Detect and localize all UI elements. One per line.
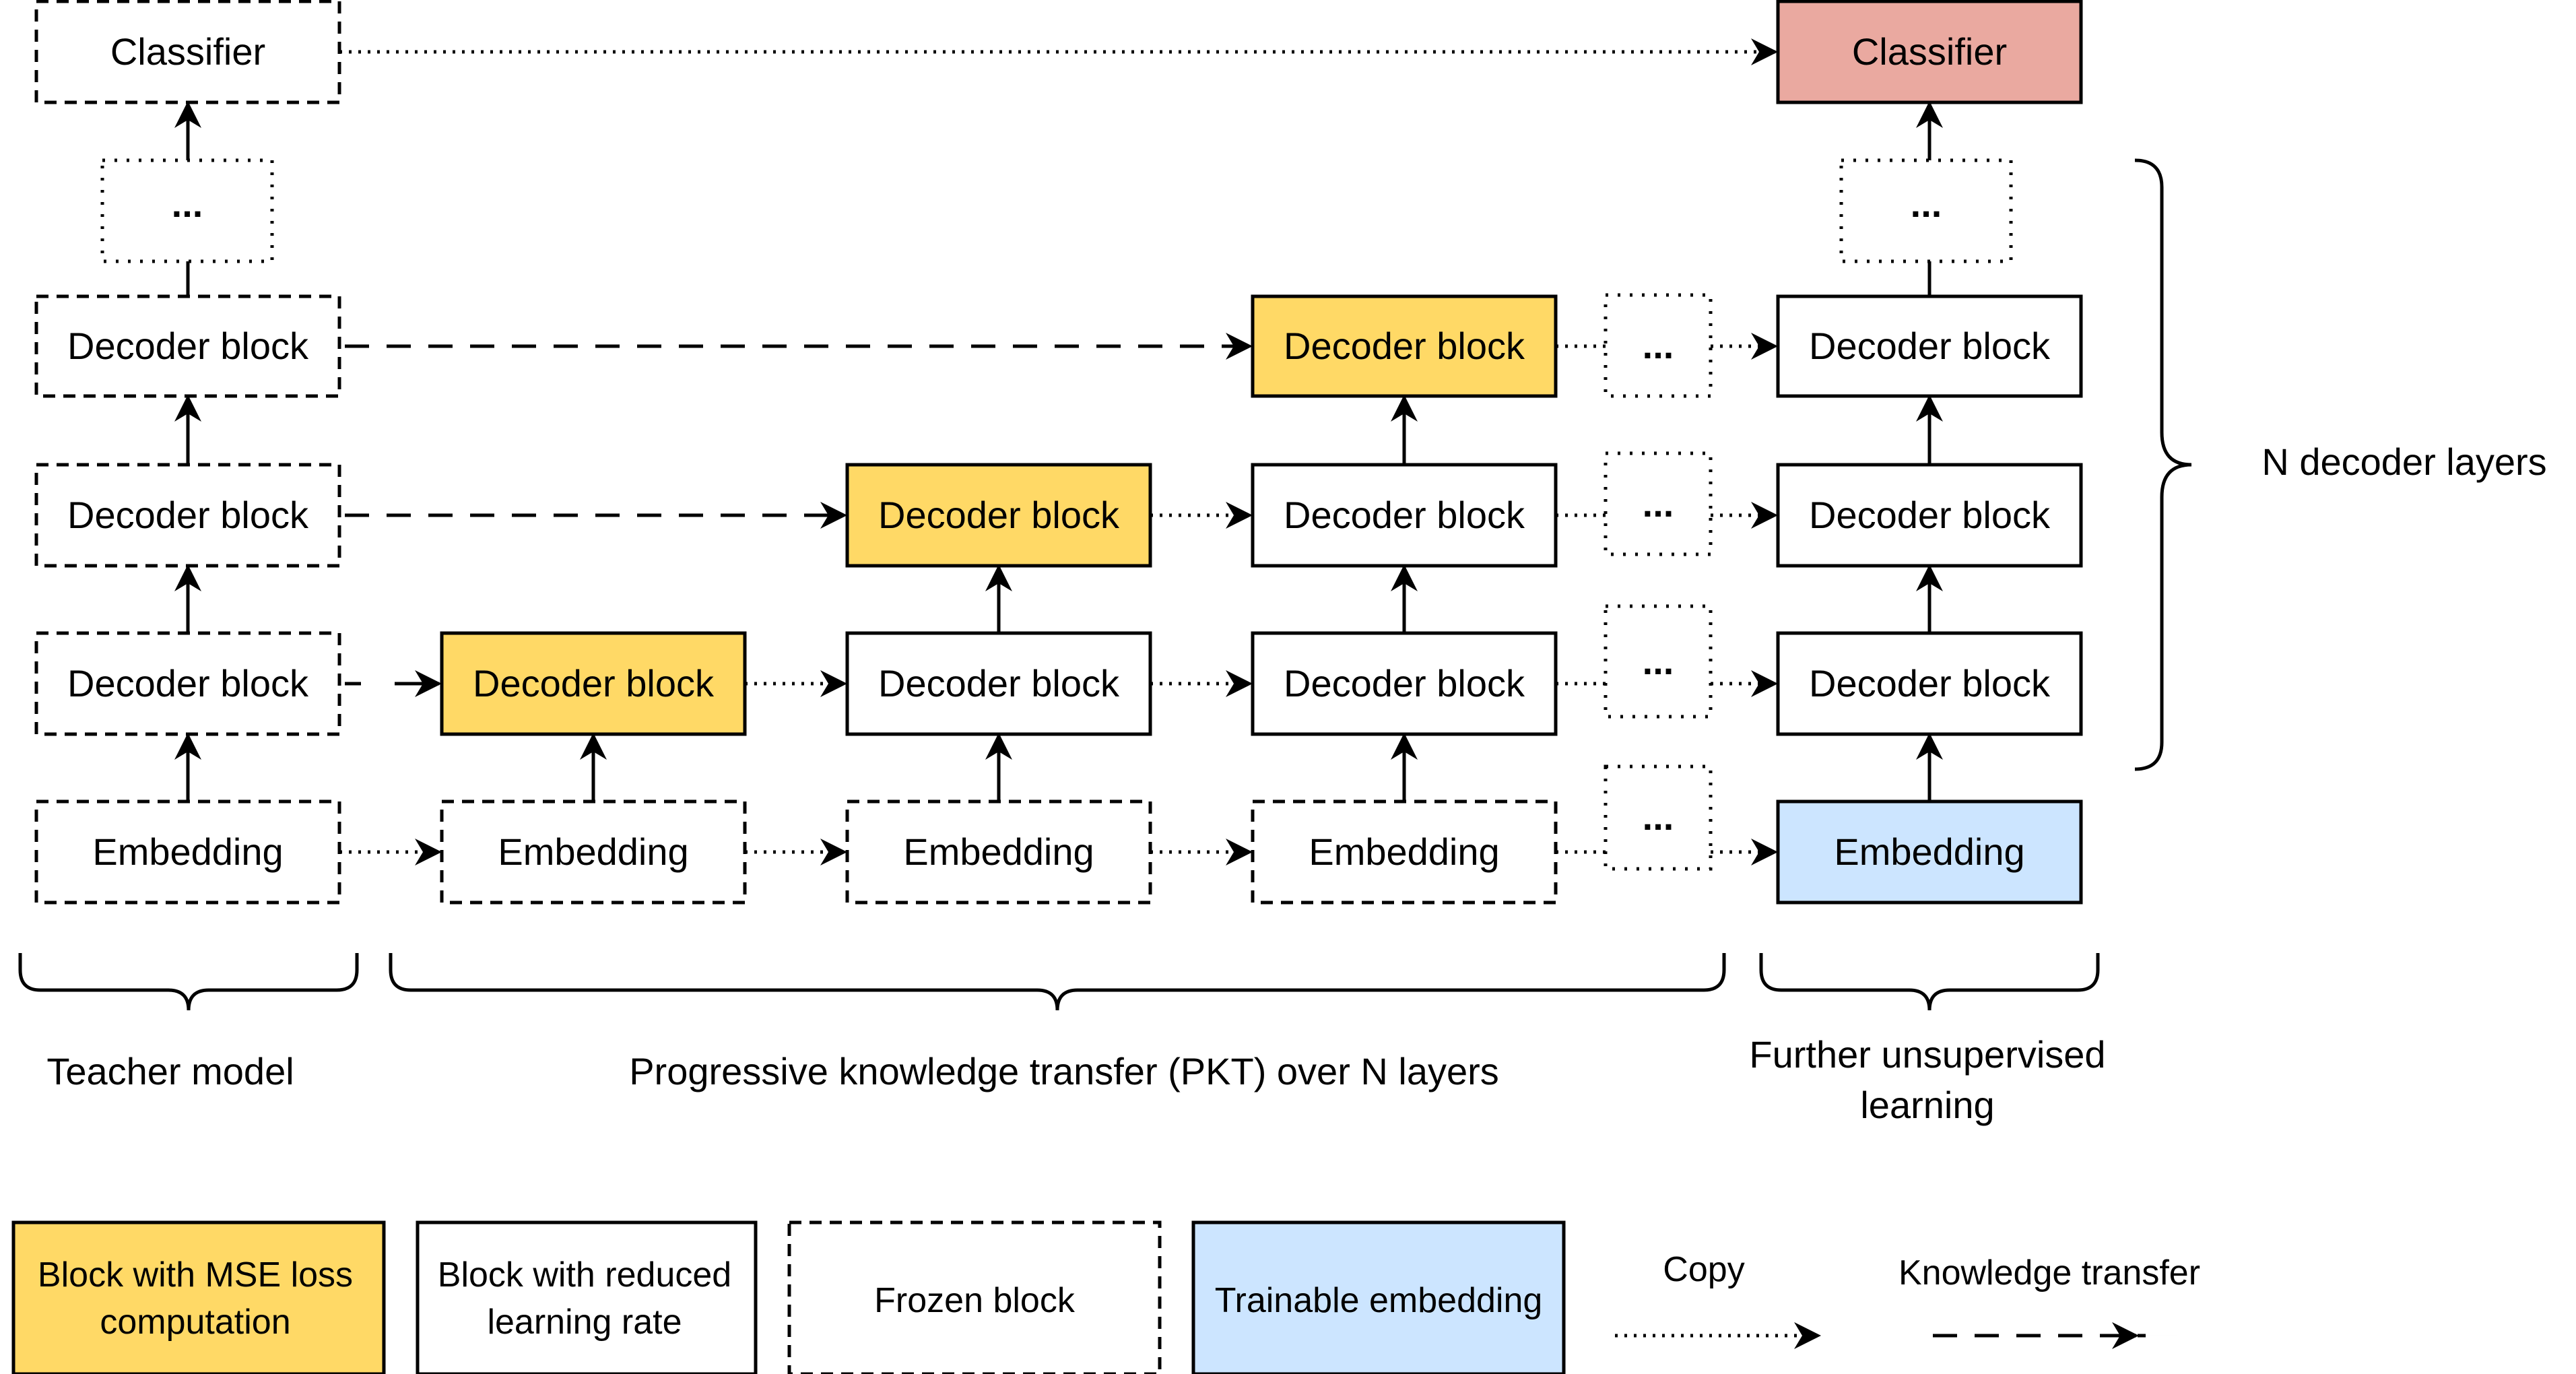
further-caption-line1: Further unsupervised (1749, 1033, 2105, 1076)
final-decoder-block-2: Decoder block (1776, 463, 2083, 568)
pkt3-decoder-2-label: Decoder block (1284, 494, 1525, 536)
knowledge-transfer-arrows (345, 333, 1253, 686)
final-embedding: Embedding (1776, 799, 2083, 905)
legend-copy-label: Copy (1663, 1250, 1744, 1289)
further-caption-line2: learning (1860, 1084, 1994, 1126)
pkt2-decoder-1-label: Decoder block (878, 662, 1120, 705)
pkt3-embedding-label: Embedding (1309, 830, 1499, 873)
teacher-decoder-2-label: Decoder block (67, 494, 309, 536)
final-embedding-label: Embedding (1834, 830, 2024, 873)
legend-knowledge-transfer: Knowledge transfer (1898, 1253, 2200, 1349)
n-layers-caption: N decoder layers (2261, 440, 2546, 483)
teacher-caption: Teacher model (46, 1050, 294, 1092)
pkt1-decoder-1-label: Decoder block (473, 662, 715, 705)
teacher-decoder-block-1: Decoder block (34, 631, 341, 736)
legend-mse-line1: Block with MSE loss (38, 1255, 353, 1295)
pkt2-decoder-2-label: Decoder block (878, 494, 1120, 536)
teacher-classifier: Classifier (34, 0, 341, 104)
gap-ellipsis-block-2: ... (1604, 451, 1713, 556)
pkt1-embedding: Embedding (440, 799, 747, 905)
final-column: Classifier ... Decoder block Decoder blo… (1776, 0, 2083, 905)
legend-frozen-label: Frozen block (874, 1281, 1076, 1320)
pkt2-decoder-block-1: Decoder block (845, 631, 1152, 736)
gap-ellipsis-1-label: ... (1643, 640, 1674, 682)
legend-mse-block: Block with MSE loss computation (11, 1220, 386, 1374)
legend-frozen-block: Frozen block (787, 1220, 1162, 1374)
final-classifier-label: Classifier (1852, 30, 2007, 73)
final-ellipsis-block: ... (1839, 158, 2013, 263)
teacher-embedding-label: Embedding (92, 830, 283, 873)
teacher-decoder-block-3: Decoder block (34, 294, 341, 398)
pkt2-decoder-block-2: Decoder block (845, 463, 1152, 568)
final-classifier: Classifier (1776, 0, 2083, 104)
teacher-brace (18, 953, 359, 1011)
legend-kt-label: Knowledge transfer (1898, 1253, 2200, 1293)
legend-trainable-label: Trainable embedding (1215, 1281, 1543, 1320)
legend-reduced-line1: Block with reduced (438, 1255, 731, 1295)
legend-trainable-embedding: Trainable embedding (1191, 1220, 1566, 1374)
gap-ellipsis-emb-label: ... (1643, 795, 1674, 838)
final-decoder-block-3: Decoder block (1776, 294, 2083, 398)
teacher-decoder-block-2: Decoder block (34, 463, 341, 568)
copy-arrows (339, 38, 1778, 865)
pkt3-decoder-1-label: Decoder block (1284, 662, 1525, 705)
final-decoder-3-label: Decoder block (1809, 325, 2051, 367)
final-decoder-2-label: Decoder block (1809, 494, 2051, 536)
pkt2-embedding-label: Embedding (903, 830, 1094, 873)
gap-ellipsis-block-1: ... (1604, 604, 1713, 719)
pkt3-embedding: Embedding (1251, 799, 1558, 905)
final-decoder-block-1: Decoder block (1776, 631, 2083, 736)
legend-reduced-line2: learning rate (487, 1303, 682, 1342)
pkt-column-1: Decoder block Embedding (440, 631, 747, 905)
legend-reduced-lr-block: Block with reduced learning rate (416, 1220, 758, 1374)
further-brace (1759, 953, 2100, 1011)
pkt3-decoder-block-1: Decoder block (1251, 631, 1558, 736)
legend-mse-line2: computation (100, 1303, 290, 1342)
pkt-brace (389, 953, 1726, 1011)
pkt2-embedding: Embedding (845, 799, 1152, 905)
final-ellipsis-label: ... (1911, 183, 1942, 225)
pkt1-embedding-label: Embedding (498, 830, 688, 873)
pkt-column-2: Decoder block Decoder block Embedding (845, 463, 1152, 905)
pkt-column-3: Decoder block Decoder block Decoder bloc… (1251, 294, 1558, 905)
legend-copy: Copy (1615, 1250, 1821, 1349)
pkt-caption: Progressive knowledge transfer (PKT) ove… (629, 1050, 1499, 1092)
final-decoder-1-label: Decoder block (1809, 662, 2051, 705)
n-layers-brace (2134, 158, 2192, 771)
teacher-column: Classifier ... Decoder block Decoder blo… (34, 0, 341, 905)
pkt1-decoder-block-1: Decoder block (440, 631, 747, 736)
gap-ellipsis-3-label: ... (1643, 324, 1674, 366)
gap-ellipsis-block-emb: ... (1604, 764, 1713, 871)
teacher-embedding: Embedding (34, 799, 341, 905)
teacher-ellipsis-label: ... (172, 183, 203, 225)
gap-column: ... ... ... ... (1604, 293, 1713, 871)
teacher-ellipsis-block: ... (100, 158, 274, 263)
pkt3-decoder-block-3: Decoder block (1251, 294, 1558, 398)
gap-ellipsis-block-3: ... (1604, 293, 1713, 398)
teacher-classifier-label: Classifier (110, 30, 265, 73)
pkt3-decoder-3-label: Decoder block (1284, 325, 1525, 367)
teacher-decoder-1-label: Decoder block (67, 662, 309, 705)
gap-ellipsis-2-label: ... (1643, 482, 1674, 525)
pkt3-decoder-block-2: Decoder block (1251, 463, 1558, 568)
teacher-decoder-3-label: Decoder block (67, 325, 309, 367)
legend: Block with MSE loss computation Block wi… (11, 1220, 2200, 1374)
